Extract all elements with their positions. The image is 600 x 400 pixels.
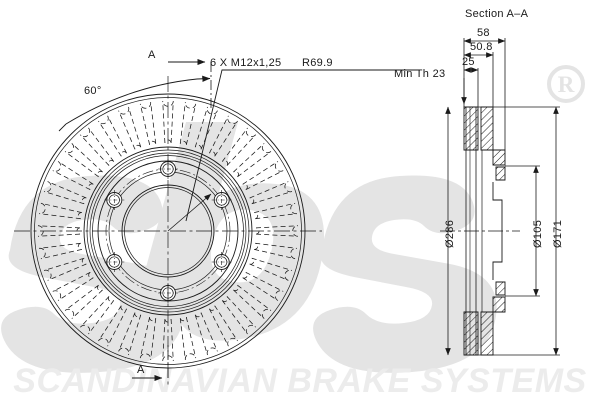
section-title: Section A–A [465,8,529,20]
section-marker-top: A [148,49,156,61]
svg-text:R: R [558,72,575,97]
bolt-circle-radius: R69.9 [302,57,333,69]
registered-trademark-icon: R [547,65,585,103]
front-view-annotations [58,58,420,382]
diameter-hat: Ø171 [552,219,564,248]
bolt-callout: 6 X M12x1,25 [210,57,282,69]
min-thickness-label: Min Th 23 [394,68,446,80]
diameter-center-bore: Ø105 [532,219,544,248]
diameter-outer: Ø286 [444,219,456,248]
angle-label: 60° [84,85,102,97]
section-marker-bottom: A [137,364,145,376]
section-view [440,106,520,356]
section-dimensions [445,38,560,356]
dimension-hat-depth: 25 [462,56,475,68]
dimension-hub-offset: 50.8 [470,41,493,53]
dimension-overall-width: 58 [477,27,490,39]
svg-text:SCANDINAVIAN BRAKE SYSTEMS: SCANDINAVIAN BRAKE SYSTEMS [13,362,586,400]
